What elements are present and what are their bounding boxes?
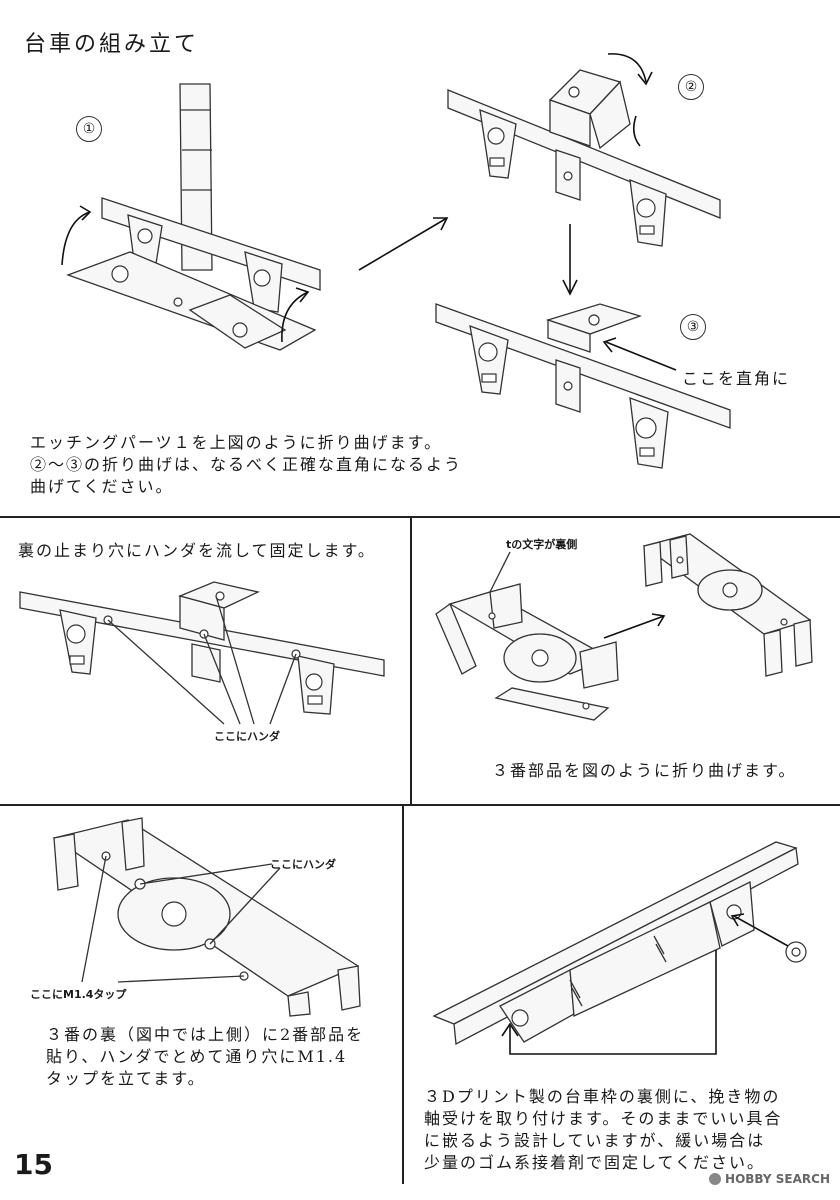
figure-bolster-fold-step2 xyxy=(447,53,721,247)
solder-here-label-2: ここにハンダ xyxy=(270,858,336,871)
arrow-step2-to-step3 xyxy=(562,224,578,296)
figure-part2-on-part3 xyxy=(52,817,361,1017)
step-2-marker: ② xyxy=(678,74,704,100)
figure-part3-folded xyxy=(642,533,813,677)
watermark-logo-icon xyxy=(709,1173,722,1185)
tap-here-label: ここにM1.4タップ xyxy=(30,988,127,1001)
watermark: HOBBY SEARCH xyxy=(709,1172,830,1186)
divider-horizontal-1 xyxy=(0,516,840,518)
watermark-text: HOBBY SEARCH xyxy=(725,1172,830,1186)
figure-part3-flat xyxy=(435,551,619,721)
arrow-fold-part3 xyxy=(603,613,666,639)
arrow-step1-to-step2 xyxy=(358,217,449,271)
figure-solder-bolster xyxy=(19,581,385,725)
figure-flat-etching-part xyxy=(61,83,321,351)
back-side-label: tの文字が裏側 xyxy=(506,538,578,551)
section2-instructions: 裏の止まり穴にハンダを流して固定します。 xyxy=(18,541,376,560)
section3-instructions: ３番部品を図のように折り曲げます。 xyxy=(492,761,797,780)
right-angle-label: ここを直角に xyxy=(682,369,791,388)
step-1-marker: ① xyxy=(76,116,102,142)
divider-horizontal-2 xyxy=(0,804,840,806)
section1-instructions: エッチングパーツ１を上図のように折り曲げます。 ②～③の折り曲げは、なるべく正確… xyxy=(30,433,463,496)
page-number: 15 xyxy=(14,1148,53,1181)
figure-truck-frame-bearing xyxy=(432,841,807,1055)
figure-bolster-fold-step3 xyxy=(435,303,731,469)
section4-instructions: ３番の裏（図中では上側）に2番部品を 貼り、ハンダでとめて通り穴にM1.4 タッ… xyxy=(46,1025,365,1088)
divider-vertical-2 xyxy=(402,804,404,1184)
solder-here-label-1: ここにハンダ xyxy=(214,730,280,743)
section5-instructions: ３Dプリント製の台車枠の裏側に、挽き物の 軸受けを取り付けます。そのままでいい具… xyxy=(424,1087,783,1172)
divider-vertical-1 xyxy=(410,516,412,804)
step-3-marker: ③ xyxy=(680,314,706,340)
page-title: 台車の組み立て xyxy=(24,32,200,57)
